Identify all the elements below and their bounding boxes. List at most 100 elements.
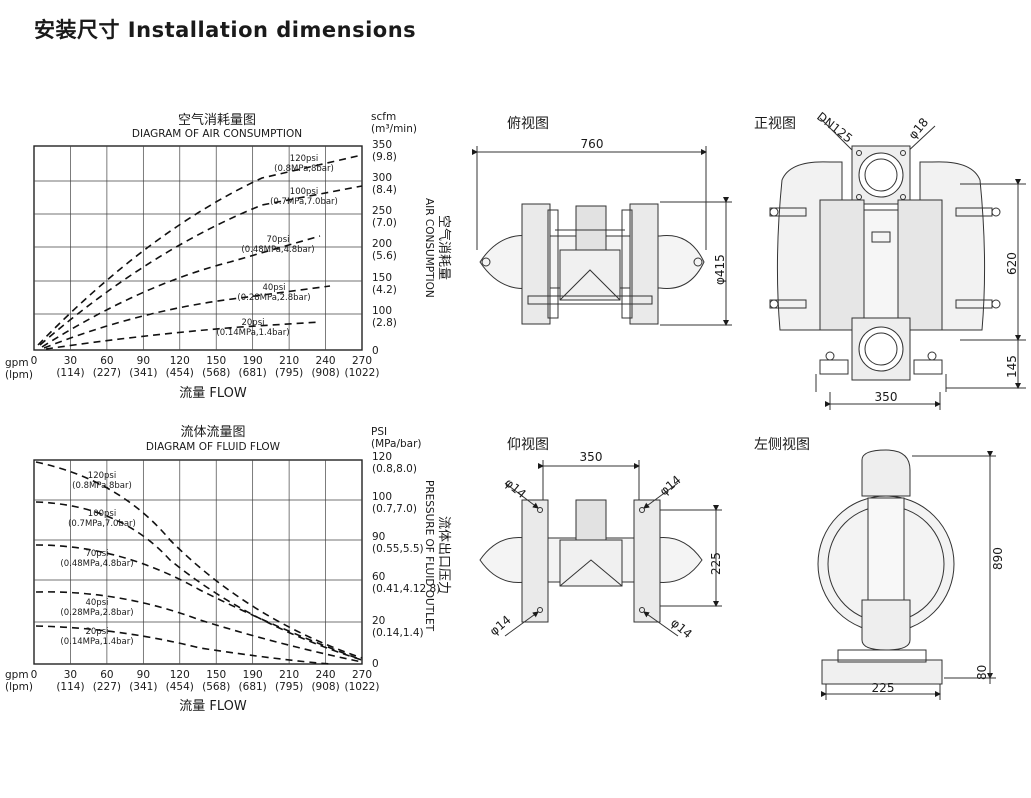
air-curve-label-detail: (0.14MPa,1.4bar) [216, 328, 289, 338]
bottom-view-hole-tr: φ14 [657, 473, 684, 499]
air-curve-label-detail: (0.8MPa,8bar) [274, 164, 334, 174]
air-frame [33, 145, 363, 351]
fluid-x-tick-lpm: (454) [166, 681, 194, 693]
fluid-chart-right-unit2: (MPa/bar) [371, 438, 422, 450]
front-view-dim-height: 620 [1005, 252, 1019, 275]
air-curve [45, 321, 321, 350]
bottom-view-hole-tl: φ14 [502, 476, 529, 502]
air-x-tick-lpm: (227) [93, 367, 121, 379]
front-view-dim-width: 350 [875, 390, 898, 404]
fluid-x-tick-lpm: (908) [311, 681, 339, 693]
fluid-x-tick-lpm: (114) [56, 681, 84, 693]
air-chart-x-unit1: gpm [5, 357, 29, 369]
air-curve-label-detail: (0.28MPa,2.8bar) [237, 293, 310, 303]
air-y-tick: 0 [372, 345, 379, 357]
air-x-tick-lpm: (1022) [345, 367, 380, 379]
fluid-chart-x-label: 流量 FLOW [179, 699, 247, 714]
fluid-chart-y-ticks: 120(0.8,8.0)100(0.7,7.0)90(0.55,5.5)60(0… [372, 451, 440, 670]
bottom-view-hole-br: φ14 [668, 616, 695, 642]
fluid-x-tick: 150 [206, 669, 226, 681]
air-x-tick: 190 [243, 355, 263, 367]
fluid-y-tick-metric: (0.14,1.4) [372, 627, 424, 639]
fluid-x-tick: 270 [352, 669, 372, 681]
fluid-y-tick: 20 [372, 615, 385, 627]
front-view-title: 正视图 [754, 116, 796, 132]
air-x-tick: 90 [137, 355, 150, 367]
air-chart-title-en: DIAGRAM OF AIR CONSUMPTION [132, 128, 302, 140]
air-y-tick-metric: (9.8) [372, 151, 397, 163]
air-x-tick-lpm: (568) [202, 367, 230, 379]
fluid-chart-x-unit2: (lpm) [5, 681, 33, 693]
left-view-title: 左侧视图 [754, 437, 810, 453]
fluid-chart-right-unit: PSI [371, 426, 387, 438]
fluid-x-tick: 120 [170, 669, 190, 681]
air-x-tick: 60 [100, 355, 113, 367]
air-curve [37, 154, 363, 346]
fluid-chart-title-en: DIAGRAM OF FLUID FLOW [146, 441, 281, 453]
fluid-y-tick-metric: (0.55,5.5) [372, 543, 424, 555]
left-view-dim-width: 225 [872, 681, 895, 695]
air-y-tick-metric: (7.0) [372, 217, 397, 229]
air-curve-label: 70psi [266, 235, 289, 245]
fluid-x-tick-lpm: (341) [129, 681, 157, 693]
fluid-curve-label: 40psi [85, 598, 108, 608]
air-y-tick: 250 [372, 205, 392, 217]
air-y-tick: 350 [372, 139, 392, 151]
top-view-title: 俯视图 [507, 116, 549, 132]
air-curve-label: 100psi [290, 187, 318, 197]
fluid-x-tick-lpm: (568) [202, 681, 230, 693]
air-chart-grid [33, 145, 363, 351]
fluid-frame [33, 459, 363, 665]
fluid-chart: 流体流量图 DIAGRAM OF FLUID FLOW PSI (MPa/bar… [5, 425, 451, 714]
air-x-tick: 0 [31, 355, 38, 367]
front-view-hole: φ18 [906, 115, 932, 142]
fluid-curve [35, 625, 331, 665]
fluid-chart-x-unit1: gpm [5, 669, 29, 681]
fluid-curve-label: 120psi [88, 471, 116, 481]
air-curve-label: 120psi [290, 154, 318, 164]
fluid-curve-label-detail: (0.7MPa,7.0bar) [68, 519, 136, 529]
fluid-curve-label-detail: (0.14MPa,1.4bar) [60, 637, 133, 647]
fluid-x-tick: 30 [64, 669, 77, 681]
fluid-curve [35, 501, 363, 661]
air-x-tick-lpm: (114) [56, 367, 84, 379]
air-y-tick: 150 [372, 272, 392, 284]
left-view-dim-base: 80 [975, 665, 989, 680]
bottom-view-dim-height: 225 [709, 552, 723, 575]
fluid-chart-curves: 120psi(0.8MPa,8bar)100psi(0.7MPa,7.0bar)… [35, 461, 363, 665]
left-view-dim-height: 890 [991, 547, 1005, 570]
fluid-curve [35, 591, 363, 663]
air-chart-right-unit2: (m³/min) [371, 123, 417, 135]
air-chart-right-label-en: AIR CONSUMPTION [423, 198, 435, 298]
fluid-y-tick-metric: (0.7,7.0) [372, 503, 417, 515]
page-title: 安装尺寸 Installation dimensions [34, 18, 417, 42]
air-x-tick: 150 [206, 355, 226, 367]
air-x-tick: 30 [64, 355, 77, 367]
front-view-dn: DN125 [814, 109, 855, 145]
fluid-x-tick: 90 [137, 669, 150, 681]
air-x-tick: 240 [316, 355, 336, 367]
fluid-x-tick-lpm: (1022) [345, 681, 380, 693]
air-chart-curves: 120psi(0.8MPa,8bar)100psi(0.7MPa,7.0bar)… [37, 154, 363, 350]
fluid-y-tick: 0 [372, 658, 379, 670]
fluid-x-tick: 240 [316, 669, 336, 681]
bottom-view-hole-bl: φ14 [487, 613, 514, 639]
fluid-x-tick-lpm: (681) [239, 681, 267, 693]
air-y-tick: 300 [372, 172, 392, 184]
fluid-x-tick: 190 [243, 669, 263, 681]
air-x-tick-lpm: (681) [239, 367, 267, 379]
fluid-chart-grid [33, 459, 363, 665]
air-x-tick: 270 [352, 355, 372, 367]
air-x-tick-lpm: (454) [166, 367, 194, 379]
air-y-tick: 100 [372, 305, 392, 317]
fluid-chart-right-label-en: PRESSURE OF FLUID OUTLET [423, 480, 435, 632]
fluid-y-tick-metric: (0.8,8.0) [372, 463, 417, 475]
fluid-chart-right-label-cn: 流体出口压力 [436, 516, 451, 594]
fluid-curve-label-detail: (0.28MPa,2.8bar) [60, 608, 133, 618]
fluid-y-tick-metric: (0.41,4.12.8) [372, 583, 440, 595]
fluid-curve-label-detail: (0.8MPa,8bar) [72, 481, 132, 491]
top-view: 俯视图 760 φ415 [472, 116, 732, 326]
air-curve [41, 235, 321, 348]
